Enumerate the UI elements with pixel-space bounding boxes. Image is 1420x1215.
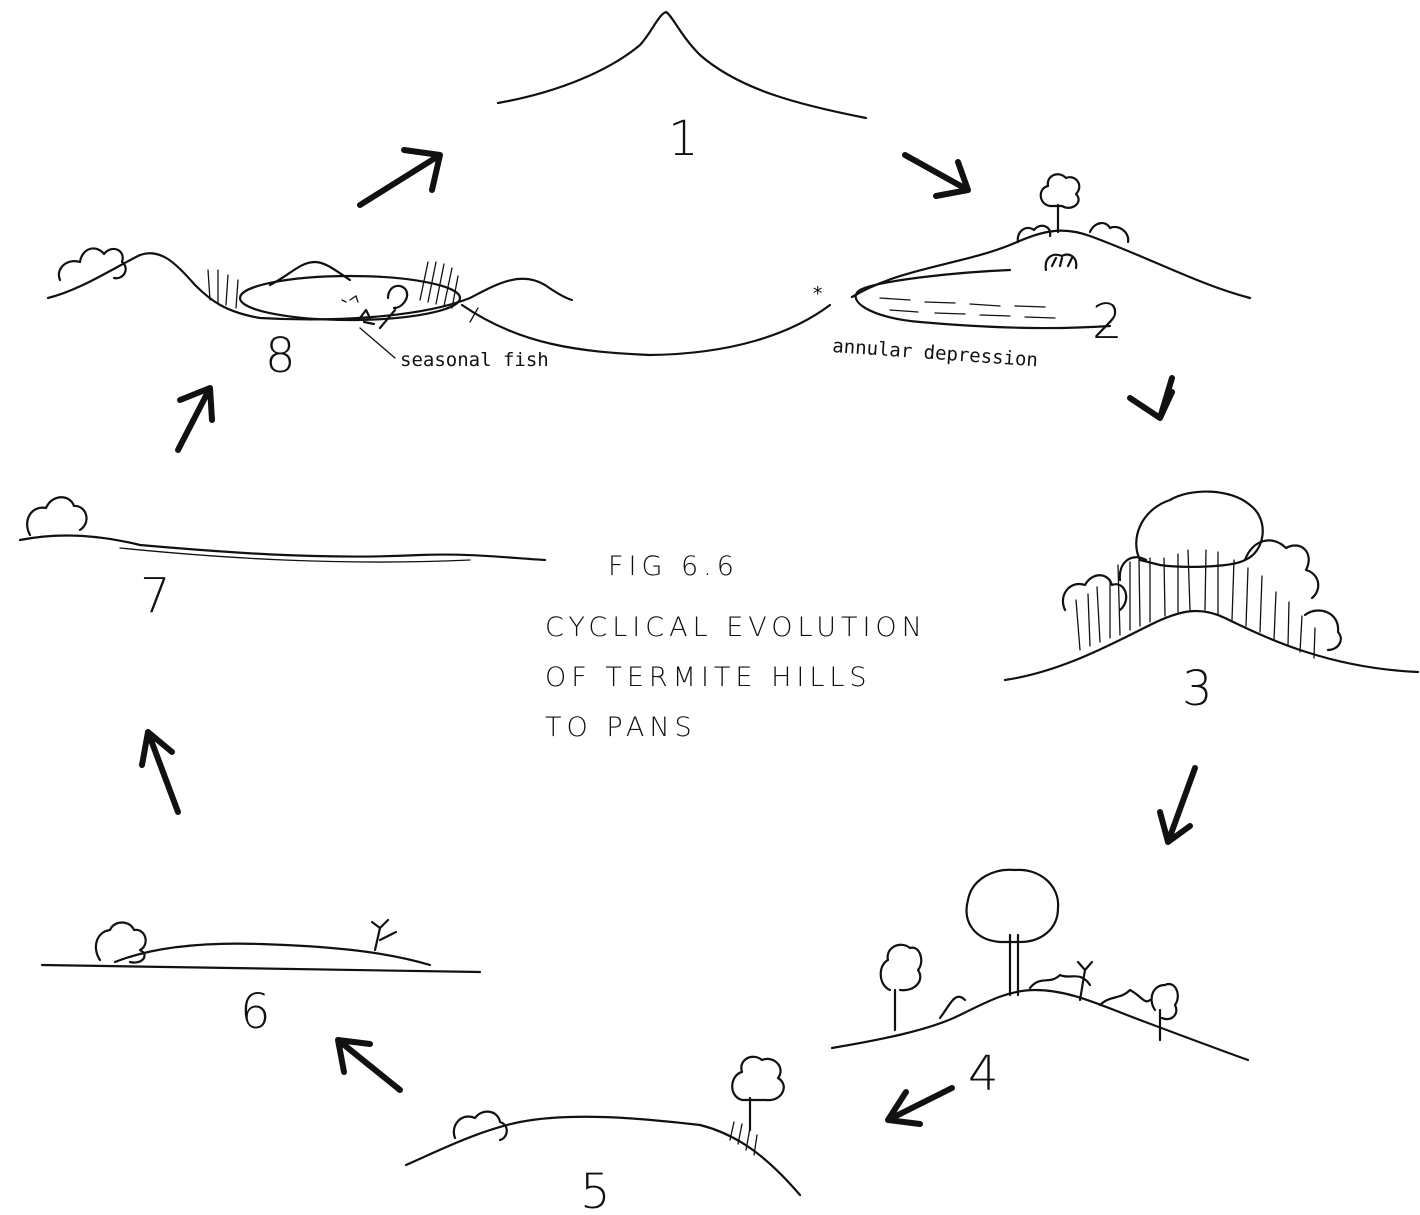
- arrow-icon: [142, 732, 178, 812]
- arrow-icon: [178, 388, 212, 450]
- stage-7: 7: [20, 497, 545, 624]
- shrub-icon: [59, 248, 126, 280]
- stage-6: 6: [42, 920, 480, 1040]
- stage-6-number: 6: [240, 984, 271, 1040]
- seasonal-fish-label: seasonal fish: [400, 349, 549, 371]
- arrow-icon: [905, 155, 968, 196]
- figure-title-line-3: TO PANS: [545, 712, 697, 743]
- stage-3: 3: [1005, 492, 1418, 717]
- stage-1-hill-profile: [498, 12, 866, 118]
- seasonal-fish-pointer: [360, 328, 395, 358]
- stage-2: * 2 annular depression: [812, 174, 1250, 371]
- asterisk-marker: *: [812, 283, 823, 305]
- shrub-icon: [454, 1112, 507, 1140]
- figure-title-line-2: OF TERMITE HILLS: [545, 662, 872, 693]
- stage-2-mound-opening: [1046, 255, 1077, 271]
- figure-title-line-1: CYCLICAL EVOLUTION: [545, 612, 927, 643]
- fish-icon: [342, 286, 407, 328]
- stage-8-pan-water: [240, 276, 460, 320]
- arrow-icon: [888, 1088, 952, 1124]
- arrow-icon: [338, 1040, 400, 1090]
- grass-icon: [372, 920, 396, 950]
- stage-6-baseline: [42, 965, 480, 972]
- stage-4: 4: [832, 870, 1248, 1102]
- tree-icon: [1136, 492, 1262, 567]
- shrub-icon: [1063, 540, 1341, 650]
- figure-label: FIG 6.6: [608, 551, 739, 582]
- figure-caption: FIG 6.6 CYCLICAL EVOLUTION OF TERMITE HI…: [545, 551, 927, 743]
- stage-1-number: 1: [668, 111, 699, 167]
- stage-2-depression-hatching: [880, 298, 1055, 318]
- stage-2-hill-profile: [852, 231, 1250, 298]
- arrow-icon: [1130, 378, 1172, 418]
- stage-7-number: 7: [140, 568, 171, 624]
- stage-8-number: 8: [265, 328, 296, 384]
- pan-floor-curve: [462, 305, 830, 355]
- tree-icon: [967, 870, 1059, 995]
- annular-depression-label: annular depression: [832, 335, 1039, 371]
- stage-4-number: 4: [968, 1046, 999, 1102]
- shrub-icon: [27, 497, 86, 535]
- stage-3-number: 3: [1182, 661, 1213, 717]
- tree-icon: [1041, 174, 1080, 232]
- arrow-icon: [1160, 768, 1195, 842]
- stage-2-number: 2: [1092, 294, 1123, 350]
- stage-7-ground-profile: [20, 535, 545, 560]
- shrub-icon: [96, 923, 146, 963]
- stage-5-number: 5: [580, 1164, 611, 1215]
- stage-8: seasonal fish 8: [48, 248, 572, 384]
- stage-1: 1: [498, 12, 866, 167]
- stage-5: 5: [406, 1057, 800, 1215]
- arrow-icon: [360, 150, 440, 205]
- stage-6-mound-profile: [115, 944, 430, 965]
